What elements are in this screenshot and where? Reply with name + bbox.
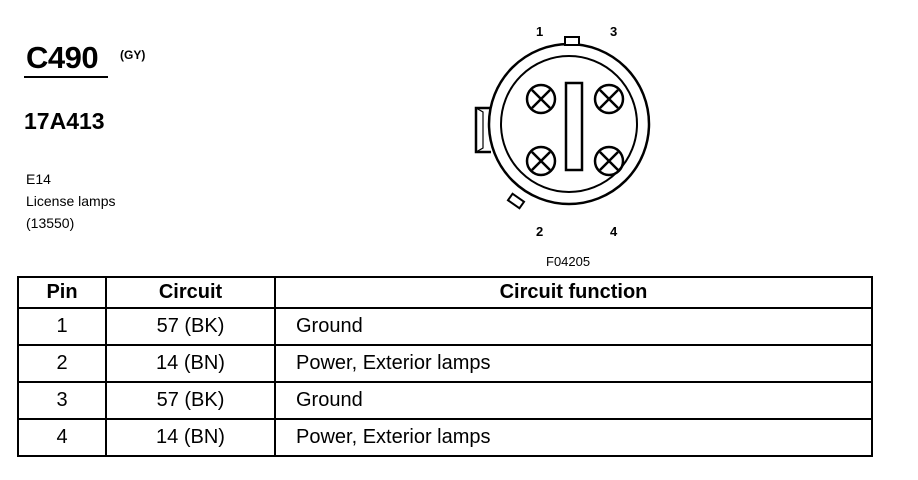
pin-cavity-3 xyxy=(593,83,625,115)
pin-label-3: 3 xyxy=(610,24,618,39)
table-row: 1 57 (BK) Ground xyxy=(17,307,873,346)
location-description: License lamps xyxy=(26,193,116,209)
location-code: E14 xyxy=(26,171,51,187)
function-cell: Ground xyxy=(274,381,873,420)
pin-label-4: 4 xyxy=(610,224,618,239)
function-cell: Power, Exterior lamps xyxy=(274,418,873,457)
table-row: 4 14 (BN) Power, Exterior lamps xyxy=(17,418,873,457)
pin-cell: 4 xyxy=(17,418,107,457)
header-circuit: Circuit xyxy=(105,276,276,309)
pin-cell: 2 xyxy=(17,344,107,383)
connector-side-latch xyxy=(474,106,491,154)
connector-outer-rim xyxy=(487,42,651,206)
circuit-cell: 14 (BN) xyxy=(105,344,276,383)
circuit-cell: 14 (BN) xyxy=(105,418,276,457)
connector-top-key xyxy=(564,36,580,46)
connector-center-divider xyxy=(564,81,584,172)
table-row: 2 14 (BN) Power, Exterior lamps xyxy=(17,344,873,383)
pin-cell: 1 xyxy=(17,307,107,346)
connector-id: C490 xyxy=(26,40,99,75)
pin-label-2: 2 xyxy=(536,224,544,239)
header-circuit-function: Circuit function xyxy=(274,276,873,309)
table-row: 3 57 (BK) Ground xyxy=(17,381,873,420)
part-number: 17A413 xyxy=(24,108,105,134)
connector-bottom-key xyxy=(506,192,526,210)
connector-inner-rim xyxy=(500,55,638,193)
pin-label-1: 1 xyxy=(536,24,544,39)
figure-code: F04205 xyxy=(546,254,591,269)
function-cell: Ground xyxy=(274,307,873,346)
pin-cell: 3 xyxy=(17,381,107,420)
pin-cavity-4 xyxy=(593,145,625,177)
table-header-row: Pin Circuit Circuit function xyxy=(17,276,873,309)
connector-color-code: (GY) xyxy=(120,48,146,62)
circuit-cell: 57 (BK) xyxy=(105,381,276,420)
circuit-cell: 57 (BK) xyxy=(105,307,276,346)
location-reference: (13550) xyxy=(26,215,75,231)
function-cell: Power, Exterior lamps xyxy=(274,344,873,383)
title-underline xyxy=(24,76,108,78)
pinout-table: Pin Circuit Circuit function 1 57 (BK) G… xyxy=(17,276,873,457)
pin-cavity-2 xyxy=(525,145,557,177)
pin-cavity-1 xyxy=(525,83,557,115)
header-pin: Pin xyxy=(17,276,107,309)
